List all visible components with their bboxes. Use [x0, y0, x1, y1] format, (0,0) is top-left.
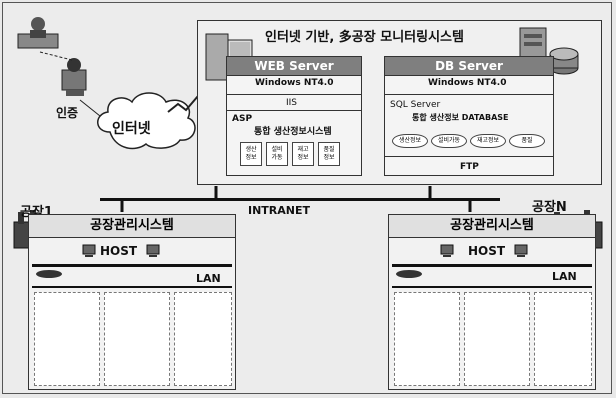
factoryN-host-bar: [392, 264, 592, 267]
user-workstation-icon: [17, 17, 59, 49]
auth-user-icon: [61, 58, 87, 96]
ftp-label: FTP: [460, 162, 479, 172]
host-pc-icon: [146, 244, 160, 257]
factory1-network-schematic: [34, 292, 100, 386]
divider: [384, 94, 554, 95]
db-server-os: Windows NT4.0: [428, 78, 507, 88]
factory1-network-schematic: [104, 292, 170, 386]
factoryN-network-schematic: [394, 292, 460, 386]
factoryN-lan-bar: [392, 286, 592, 288]
factory1-title: 공장관리시스템: [29, 215, 235, 238]
intranet-bar: [100, 198, 500, 201]
module-production: 생산 정보: [240, 142, 262, 166]
factoryN-network-schematic: [534, 292, 592, 386]
factoryN-network-schematic: [464, 292, 530, 386]
divider: [226, 110, 362, 111]
sql-server-label: SQL Server: [390, 100, 441, 110]
web-server-title: WEB Server: [227, 57, 361, 76]
host-pc-icon: [440, 244, 454, 257]
divider: [226, 94, 362, 95]
host-pc-icon: [82, 244, 96, 257]
intranet-label: INTRANET: [248, 204, 311, 217]
internet-cloud: [97, 92, 196, 150]
table-equipment: 설비가동: [431, 134, 467, 148]
web-server-os: Windows NT4.0: [255, 78, 334, 88]
database-label: 통합 생산정보 DATABASE: [412, 113, 509, 122]
factoryN-label: 공장N: [532, 200, 567, 215]
main-title: 인터넷 기반, 多공장 모니터링시스템: [265, 30, 464, 45]
iis-label: IIS: [286, 98, 298, 108]
module-equipment: 설비 가동: [266, 142, 288, 166]
factory1-host: HOST: [100, 244, 138, 258]
switch-icon: [36, 270, 62, 278]
asp-label: ASP: [232, 114, 253, 124]
divider: [384, 156, 554, 157]
factoryN-title: 공장관리시스템: [389, 215, 595, 238]
web-system-label: 통합 생산정보시스템: [254, 127, 332, 137]
factoryN-lan: LAN: [552, 270, 577, 283]
host-pc-icon: [514, 244, 528, 257]
db-server-title: DB Server: [385, 57, 553, 76]
table-inventory: 재고정보: [470, 134, 506, 148]
factory1-lan-bar: [32, 286, 232, 288]
module-inventory: 재고 정보: [292, 142, 314, 166]
factory1-lan: LAN: [196, 272, 221, 285]
auth-label: 인증: [56, 106, 79, 120]
factoryN-host: HOST: [468, 244, 506, 258]
table-quality: 품질: [509, 134, 545, 148]
factory1-network-schematic: [174, 292, 232, 386]
switch-icon: [396, 270, 422, 278]
module-quality: 품질 정보: [318, 142, 340, 166]
table-production: 생산정보: [392, 134, 428, 148]
internet-label: 인터넷: [112, 121, 151, 137]
factory1-host-bar: [32, 264, 232, 267]
